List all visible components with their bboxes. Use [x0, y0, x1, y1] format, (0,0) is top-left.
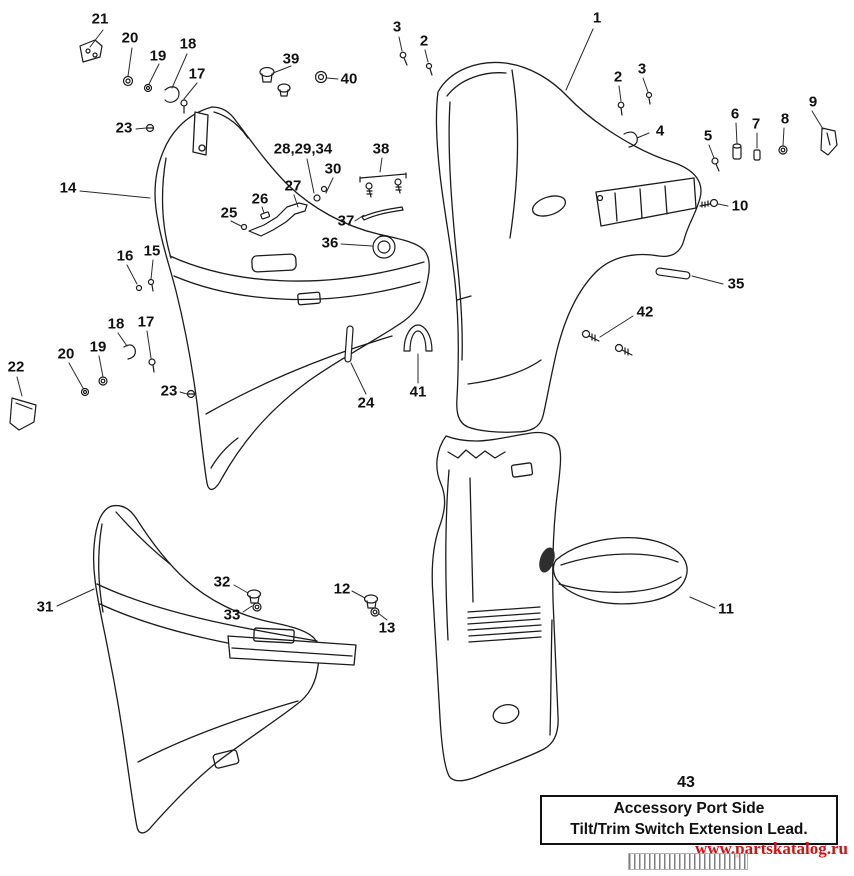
leader-lines	[16, 28, 824, 621]
note-line-1: Accessory Port Side	[613, 800, 765, 818]
note-number: 43	[677, 774, 695, 791]
cowl-part-11-drawing	[431, 431, 688, 782]
scale-graphic	[628, 853, 748, 870]
accessory-note-box: Accessory Port Side Tilt/Trim Switch Ext…	[540, 795, 838, 845]
cowl-part-31-drawing	[93, 504, 357, 834]
note-line-2: Tilt/Trim Switch Extension Lead.	[570, 821, 808, 838]
hardware-parts-drawing	[9, 39, 838, 617]
cowl-part-14-drawing	[154, 106, 430, 491]
cowl-part-1-drawing	[435, 61, 702, 433]
